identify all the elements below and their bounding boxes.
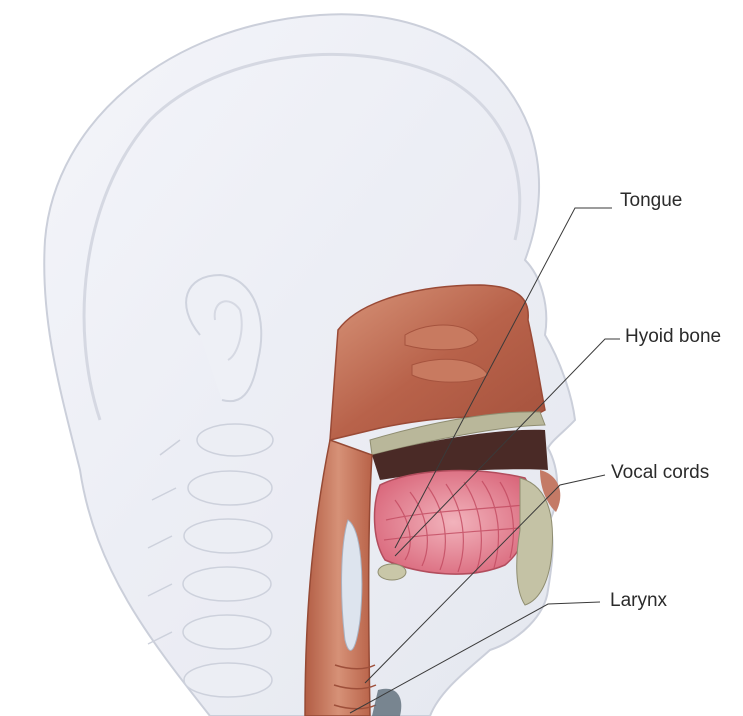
label-hyoid-bone: Hyoid bone xyxy=(625,326,721,347)
label-vocal-cords: Vocal cords xyxy=(611,462,709,483)
label-tongue: Tongue xyxy=(620,190,682,211)
label-larynx: Larynx xyxy=(610,590,668,611)
tongue-structure xyxy=(375,471,533,575)
hyoid-bone-structure xyxy=(378,564,406,580)
